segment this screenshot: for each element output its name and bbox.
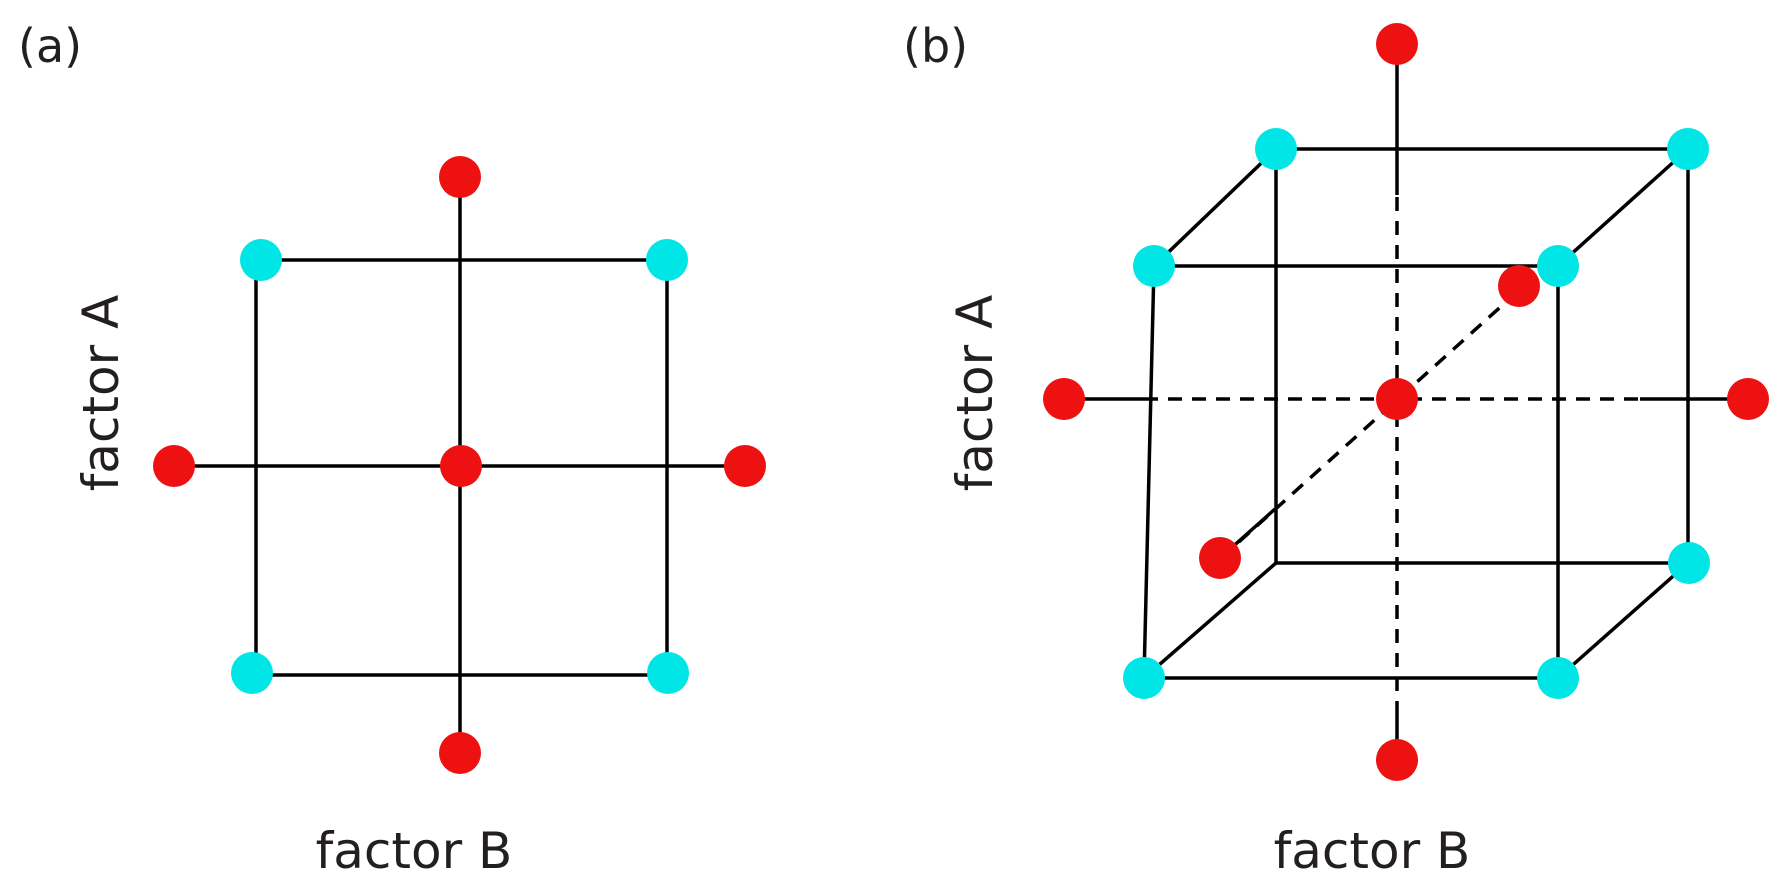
panel-a-y-axis-label: factor A (72, 295, 130, 492)
panel-b-star-point (1043, 378, 1085, 420)
panel-b-factorial-point (1668, 542, 1710, 584)
cube-connector-edge (1142, 561, 1278, 680)
panel-a-star-point (724, 445, 766, 487)
panel-b-y-axis-label: factor A (946, 295, 1004, 492)
panel-b-factorial-point (1667, 128, 1709, 170)
panel-b-tag: (b) (903, 19, 968, 73)
cube-connector-edge (1152, 147, 1278, 268)
panel-a-x-axis-label: factor B (316, 822, 513, 880)
panel-b-factorial-point (1255, 128, 1297, 170)
panel-b-x-axis-label: factor B (1274, 822, 1471, 880)
cube-front-left-edge (1142, 265, 1156, 679)
panel-a-tag: (a) (18, 19, 82, 73)
panel-b-factorial-point (1123, 657, 1165, 699)
panel-b-factorial-point (1537, 657, 1579, 699)
panel-a-factorial-point (647, 652, 689, 694)
cube-connector-edge (1556, 147, 1690, 268)
panel-b: (b) factor A factor B (903, 19, 1769, 880)
panel-b-star-point (1498, 265, 1540, 307)
panel-b-center-point (1376, 378, 1418, 420)
panel-a-factorial-point (646, 239, 688, 281)
panel-b-star-point (1727, 378, 1769, 420)
panel-a-factorial-point (231, 652, 273, 694)
panel-b-star-point (1376, 23, 1418, 65)
panel-a-star-point (439, 732, 481, 774)
panel-b-star-point (1199, 537, 1241, 579)
panel-a-center-point (440, 445, 482, 487)
depth-axis-dashed (1219, 282, 1528, 560)
panel-a-star-point (153, 445, 195, 487)
panel-a-factorial-point (240, 239, 282, 281)
panel-b-star-point (1376, 739, 1418, 781)
panel-a: (a) factor A factor B (18, 19, 766, 880)
panel-b-factorial-point (1133, 245, 1175, 287)
panel-b-factorial-point (1537, 245, 1579, 287)
cube-connector-edge (1556, 561, 1690, 680)
panel-a-star-point (439, 156, 481, 198)
